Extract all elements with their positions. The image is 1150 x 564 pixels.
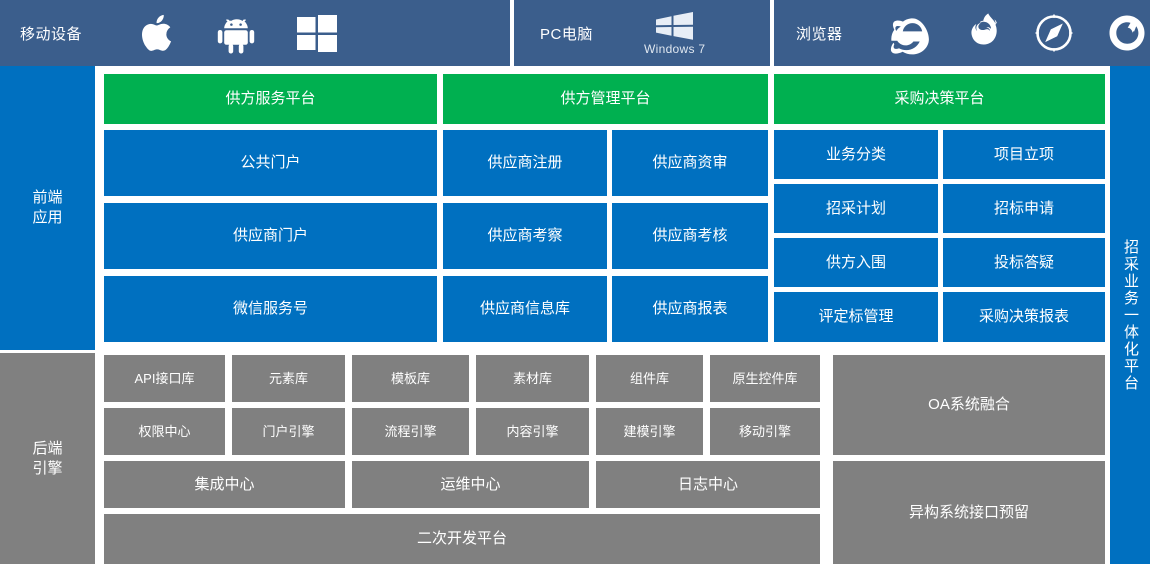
topbar-group-browser: 浏览器 <box>774 0 1150 66</box>
topbar-label-mobile: 移动设备 <box>20 25 83 43</box>
card-bid-qa[interactable]: 投标答疑 <box>943 238 1105 287</box>
topbar-group-pc: PC电脑 Windows 7 <box>514 0 770 66</box>
card-tender-application[interactable]: 招标申请 <box>943 184 1105 233</box>
sidebar-right-platform-title: 招采业务一体化平台 <box>1110 66 1150 564</box>
card-evaluation-management[interactable]: 评定标管理 <box>774 292 938 342</box>
topbar-group-mobile: 移动设备 <box>0 0 510 66</box>
apple-icon <box>140 11 178 55</box>
card-supplier-inspection[interactable]: 供应商考察 <box>443 203 607 269</box>
card-supplier-assessment[interactable]: 供应商考核 <box>612 203 768 269</box>
card-bidding-procurement-plan[interactable]: 招采计划 <box>774 184 938 233</box>
card-procurement-decision-report[interactable]: 采购决策报表 <box>943 292 1105 342</box>
top-platform-bar: 移动设备 <box>0 0 1150 66</box>
sidebar-backend-line1: 后端 <box>32 439 63 457</box>
platform-header-procurement-decision[interactable]: 采购决策平台 <box>774 74 1105 124</box>
card-supplier-registration[interactable]: 供应商注册 <box>443 130 607 196</box>
safari-icon <box>1032 10 1076 56</box>
firefox-icon <box>962 10 1004 56</box>
card-modeling-engine[interactable]: 建模引擎 <box>596 408 703 455</box>
card-integration-center[interactable]: 集成中心 <box>104 461 345 508</box>
card-native-control-library[interactable]: 原生控件库 <box>710 355 820 402</box>
card-heterogeneous-interface-reserve[interactable]: 异构系统接口预留 <box>833 461 1105 564</box>
android-icon <box>216 11 256 55</box>
sidebar-frontend-line1: 前端 <box>32 189 63 206</box>
topbar-divider-2 <box>770 0 774 66</box>
card-oa-system-integration[interactable]: OA系统融合 <box>833 355 1105 455</box>
card-mobile-engine[interactable]: 移动引擎 <box>710 408 820 455</box>
topbar-label-browser: 浏览器 <box>796 25 843 43</box>
architecture-body: 前端 应用 后端 引擎 招采业务一体化平台 供方服务平台 供方管理平台 采购决策… <box>0 66 1150 564</box>
card-component-library[interactable]: 组件库 <box>596 355 703 402</box>
platform-header-supplier-service[interactable]: 供方服务平台 <box>104 74 437 124</box>
sidebar-frontend-application: 前端 应用 <box>0 66 95 350</box>
card-supplier-report[interactable]: 供应商报表 <box>612 276 768 342</box>
windows7-icon: Windows 7 <box>644 11 705 56</box>
card-portal-engine[interactable]: 门户引擎 <box>232 408 345 455</box>
card-operations-center[interactable]: 运维中心 <box>352 461 589 508</box>
card-template-library[interactable]: 模板库 <box>352 355 469 402</box>
card-supplier-qualification-review[interactable]: 供应商资审 <box>612 130 768 196</box>
card-element-library[interactable]: 元素库 <box>232 355 345 402</box>
windows7-caption: Windows 7 <box>644 41 706 56</box>
card-process-engine[interactable]: 流程引擎 <box>352 408 469 455</box>
card-supplier-portal[interactable]: 供应商门户 <box>104 203 437 269</box>
card-api-library[interactable]: API接口库 <box>104 355 225 402</box>
card-supplier-shortlist[interactable]: 供方入围 <box>774 238 938 287</box>
card-content-engine[interactable]: 内容引擎 <box>476 408 589 455</box>
card-wechat-service-account[interactable]: 微信服务号 <box>104 276 437 342</box>
card-project-initiation[interactable]: 项目立项 <box>943 130 1105 179</box>
internet-explorer-icon <box>888 10 934 56</box>
platform-header-supplier-management[interactable]: 供方管理平台 <box>443 74 768 124</box>
sidebar-backend-engine: 后端 引擎 <box>0 353 95 564</box>
card-log-center[interactable]: 日志中心 <box>596 461 820 508</box>
topbar-label-pc: PC电脑 <box>540 25 593 43</box>
sidebar-frontend-line2: 应用 <box>32 209 63 226</box>
sidebar-backend-line2: 引擎 <box>32 459 63 477</box>
card-permission-center[interactable]: 权限中心 <box>104 408 225 455</box>
right-platform-label: 招采业务一体化平台 <box>1122 238 1139 392</box>
topbar-divider-1 <box>510 0 515 66</box>
card-supplier-information-database[interactable]: 供应商信息库 <box>443 276 607 342</box>
card-public-portal[interactable]: 公共门户 <box>104 130 437 196</box>
card-business-classification[interactable]: 业务分类 <box>774 130 938 179</box>
chrome-icon <box>1104 10 1150 56</box>
card-material-library[interactable]: 素材库 <box>476 355 589 402</box>
card-secondary-development-platform[interactable]: 二次开发平台 <box>104 514 820 564</box>
windows-icon <box>294 11 340 55</box>
